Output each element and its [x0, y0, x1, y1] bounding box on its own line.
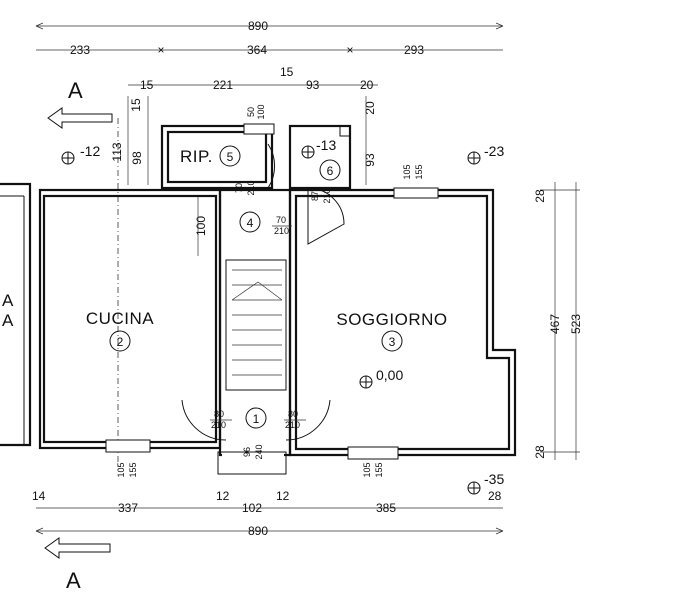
- label-storage-window-h: 100: [256, 104, 266, 119]
- right-dimensions: 28 467 523 28: [533, 182, 583, 460]
- dim-top-seg-1: 233: [70, 43, 90, 57]
- dim-top-seg-2: 364: [247, 43, 267, 57]
- room-number-entry: 1: [253, 412, 260, 426]
- room-number-circle: [381, 330, 403, 352]
- svg-text:A: A: [2, 291, 14, 310]
- dim-row3-2: 221: [213, 78, 233, 92]
- label-entry-main-h: 240: [254, 444, 264, 459]
- room-number-living: 3: [389, 335, 396, 349]
- level-bath: -13: [316, 137, 336, 153]
- level-marker: -12: [61, 143, 100, 165]
- room-name-kitchen: CUCINA: [86, 309, 154, 328]
- svg-text:A: A: [2, 311, 14, 330]
- dim-v-15: 15: [129, 98, 143, 112]
- level-marker: -23: [467, 143, 504, 165]
- section-mark-bottom: A: [44, 537, 111, 593]
- top-dimensions: 890 233 × 364 × 293 15 221 15 93 20 15 1…: [35, 19, 504, 256]
- room-number-kitchen: 2: [117, 335, 124, 349]
- dim-top-seg-3: 293: [404, 43, 424, 57]
- label-living-window-top-h: 155: [414, 164, 424, 179]
- label-entry-door-right-w: 80: [288, 409, 298, 419]
- dim-row3-1: 15: [140, 78, 154, 92]
- label-living-window-bottom-w: 105: [362, 462, 372, 477]
- svg-text:A: A: [66, 568, 81, 593]
- dim-v-113: 113: [110, 142, 124, 161]
- level-kitchen-outside: -12: [80, 143, 100, 159]
- label-hall-door-v-w: 70: [234, 183, 244, 193]
- dim-bottom-seg-5: 12: [276, 489, 290, 503]
- dim-right-outer: 523: [569, 314, 583, 334]
- staircase: [231, 269, 283, 376]
- room-living: SOGGIORNO 3: [336, 310, 447, 352]
- label-hall-door-v-h: 210: [246, 180, 256, 195]
- level-floor: 0,00: [376, 367, 403, 383]
- label-entry-main-w: 96: [242, 447, 252, 457]
- bottom-dimensions: 14 337 12 102 12 385 28 890: [32, 489, 504, 538]
- label-living-window-top-w: 105: [402, 164, 412, 179]
- dim-overall-top: 890: [248, 19, 268, 33]
- dim-v-100: 100: [194, 216, 208, 236]
- room-number-circle: [219, 145, 241, 167]
- dim-right-top: 28: [533, 189, 547, 203]
- room-bath: 6: [319, 159, 341, 181]
- dim-row3-3: 15: [280, 65, 294, 79]
- dim-bottom-seg-7: 28: [488, 489, 502, 503]
- walls: [0, 124, 517, 457]
- room-entry: 1: [245, 407, 267, 429]
- level-marker: -13: [301, 137, 336, 159]
- level-marker: 0,00: [359, 367, 403, 389]
- room-number-bath: 6: [327, 164, 334, 178]
- dim-v-93: 93: [363, 153, 377, 167]
- dim-right-inner: 467: [548, 314, 562, 334]
- label-hall-door-h-h: 210: [274, 226, 289, 236]
- room-number-hall: 4: [247, 216, 254, 230]
- dim-bottom-seg-1: 14: [32, 489, 46, 503]
- label-storage-window-w: 50: [246, 107, 256, 117]
- label-entry-door-left-h: 210: [211, 420, 226, 430]
- level-marker: -35: [467, 471, 504, 495]
- dim-v-98: 98: [130, 151, 144, 165]
- openings: [105, 123, 439, 475]
- dim-bottom-seg-2: 337: [118, 501, 138, 515]
- room-number-storage: 5: [227, 150, 234, 164]
- room-storage: RIP. 5: [180, 145, 241, 167]
- room-name-storage: RIP.: [180, 147, 213, 166]
- svg-text:A: A: [68, 78, 83, 103]
- dim-row3-4: 93: [306, 78, 320, 92]
- dim-bottom-seg-6: 385: [376, 501, 396, 515]
- dim-bottom-seg-4: 102: [242, 501, 262, 515]
- level-markers: -12 -13 -23 0,00 -35: [61, 137, 504, 495]
- dim-tick: ×: [346, 43, 353, 57]
- label-entry-door-left-w: 80: [214, 409, 224, 419]
- label-living-window-bottom-h: 155: [374, 462, 384, 477]
- dim-overall-bottom: 890: [248, 524, 268, 538]
- label-bath-door-h: 210: [322, 188, 332, 203]
- level-living-outside: -23: [484, 143, 504, 159]
- label-bath-door-w: 87: [310, 191, 320, 201]
- dim-bottom-seg-3: 12: [216, 489, 230, 503]
- room-kitchen: CUCINA 2: [86, 309, 154, 352]
- room-number-circle: [109, 330, 131, 352]
- label-kitchen-window-h: 155: [128, 462, 138, 477]
- label-kitchen-window-w: 105: [116, 462, 126, 477]
- room-hall: 4: [239, 211, 261, 233]
- room-left-partial: A A: [2, 291, 14, 330]
- room-name-living: SOGGIORNO: [336, 310, 447, 329]
- opening-labels: 50 100 70 210 70 210 87 210 105 155 80 2…: [116, 104, 424, 477]
- label-hall-door-h-w: 70: [276, 215, 286, 225]
- level-entrance: -35: [484, 471, 504, 487]
- section-mark-top: A: [47, 78, 119, 470]
- label-entry-door-right-h: 210: [285, 420, 300, 430]
- dim-v-20: 20: [363, 101, 377, 115]
- dim-right-bottom: 28: [533, 445, 547, 459]
- dim-row3-5: 20: [360, 78, 374, 92]
- dim-tick: ×: [157, 43, 164, 57]
